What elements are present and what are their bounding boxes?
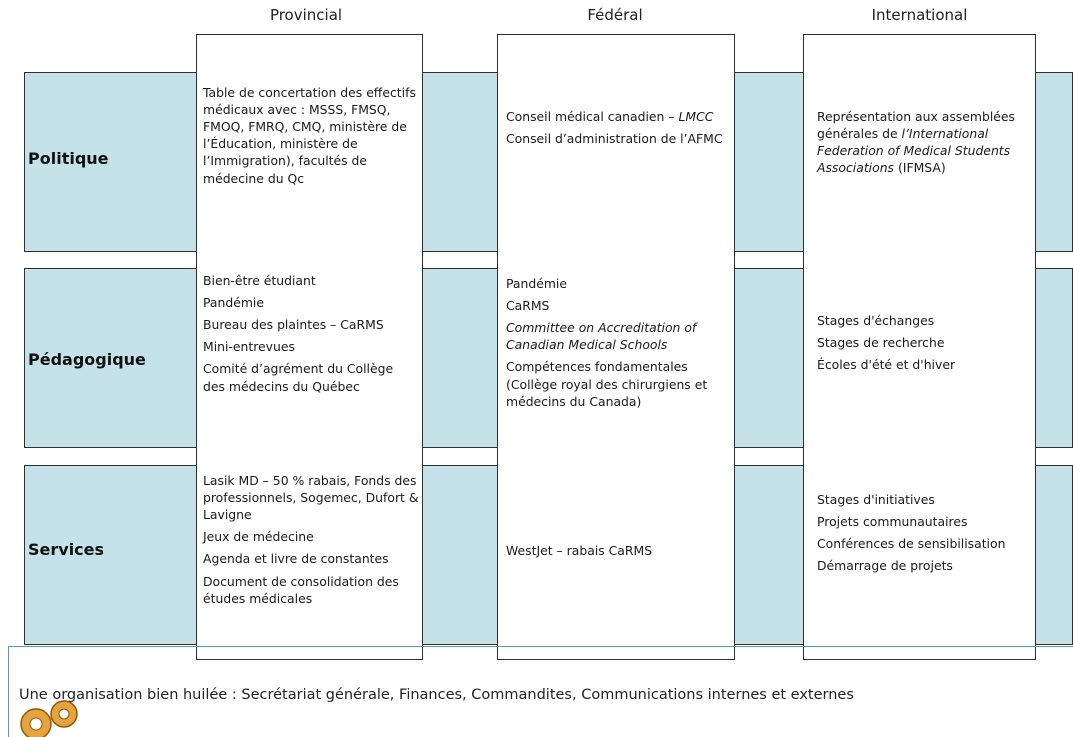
cell-item: Démarrage de projets — [817, 558, 953, 574]
cell-politique-international: Représentation aux assemblées générales … — [817, 108, 1029, 181]
row-label-politique: Politique — [28, 149, 109, 168]
column-header-provincial: Provincial — [269, 6, 343, 24]
column-box-international — [803, 34, 1036, 660]
cell-item: Document de consolidation des études méd… — [203, 573, 399, 606]
cell-item: Bureau des plaintes – CaRMS — [203, 317, 384, 333]
cell-item: Conseil médical canadien – LMCC — [506, 108, 728, 125]
cell-item-text: (IFMSA) — [894, 160, 946, 176]
cell-item-italic: LMCC — [678, 109, 714, 124]
cell-item: Comité d’agrément du Collège des médecin… — [203, 361, 394, 394]
cell-item: Conseil d’administration de l’AFMC — [506, 131, 723, 147]
cell-item: Bien-être étudiant — [203, 273, 316, 288]
cell-item: Table de concertation des effectifs médi… — [203, 85, 416, 186]
cell-pedagogique-international: Stages d'échanges Stages de recherche Éc… — [817, 312, 1029, 378]
cell-politique-provincial: Table de concertation des effectifs médi… — [203, 84, 417, 192]
cell-services-federal: WestJet – rabais CaRMS — [506, 542, 728, 564]
cell-item: Pandémie — [203, 295, 264, 311]
cell-item: Agenda et livre de constantes — [203, 551, 389, 567]
cell-services-provincial: Lasik MD – 50 % rabais, Fonds des profes… — [203, 472, 419, 612]
row-label-pedagogique: Pédagogique — [28, 350, 146, 369]
gears-icon — [20, 700, 78, 737]
cell-item: Stages d'échanges — [817, 313, 935, 328]
cell-item: Pandémie — [506, 276, 567, 291]
column-header-federal: Fédéral — [587, 6, 643, 24]
cell-pedagogique-provincial: Bien-être étudiant Pandémie Bureau des p… — [203, 272, 417, 400]
cell-item: Représentation aux assemblées générales … — [817, 108, 1029, 176]
row-label-services: Services — [28, 540, 105, 559]
cell-item-italic: Committee on Accreditation of Canadian M… — [506, 320, 697, 353]
cell-item-text: Représentation aux assemblées générales … — [817, 109, 1015, 142]
footer-box: Une organisation bien huilée : Secrétari… — [8, 646, 1073, 737]
cell-item: Stages d'initiatives — [817, 492, 935, 507]
cell-item: Jeux de médecine — [203, 529, 314, 545]
cell-item: Conférences de sensibilisation — [817, 536, 1006, 552]
cell-item-text: Conseil médical canadien – — [506, 109, 679, 124]
cell-item: Lasik MD – 50 % rabais, Fonds des profes… — [203, 473, 419, 523]
cell-item: CaRMS — [506, 298, 550, 314]
cell-item: Écoles d'été et d'hiver — [817, 357, 956, 373]
column-header-international: International — [871, 6, 968, 24]
cell-item: Compétences fondamentales (Collège royal… — [506, 359, 708, 409]
column-box-provincial — [196, 34, 423, 660]
column-box-federal — [497, 34, 735, 660]
cell-item: WestJet – rabais CaRMS — [506, 543, 653, 558]
cell-item: Mini-entrevues — [203, 339, 295, 355]
cell-pedagogique-federal: Pandémie CaRMS Committee on Accreditatio… — [506, 275, 730, 415]
cell-services-international: Stages d'initiatives Projets communautai… — [817, 491, 1029, 579]
cell-politique-federal: Conseil médical canadien – LMCC Conseil … — [506, 108, 728, 152]
cell-item: Projets communautaires — [817, 514, 968, 530]
cell-item: Stages de recherche — [817, 335, 945, 351]
cell-item-italic: l’International Federation of Medical St… — [817, 126, 1011, 176]
footer-text: Une organisation bien huilée : Secrétari… — [19, 687, 854, 703]
